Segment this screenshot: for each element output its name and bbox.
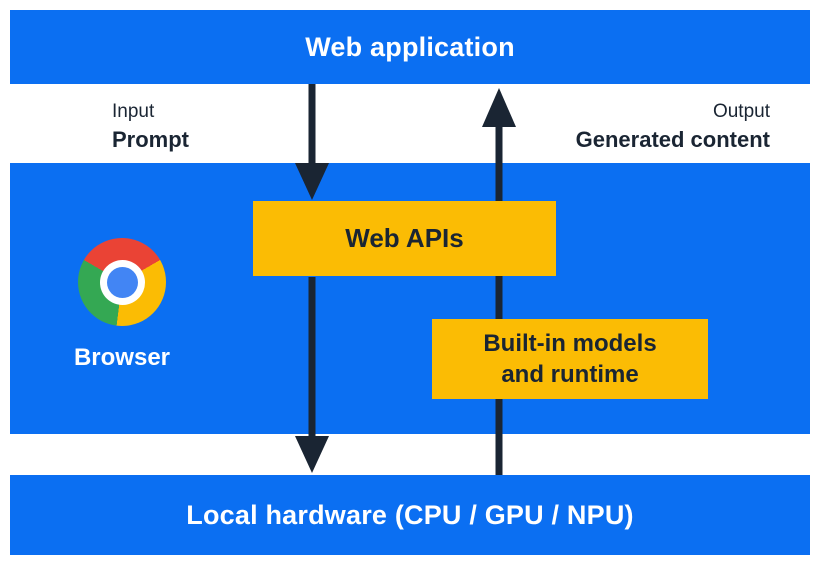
builtin-models-line1: Built-in models [483,330,657,357]
chrome-logo-center [106,266,138,298]
input-caption: Input [112,101,155,122]
generated-content-label: Generated content [575,127,770,152]
web-application-title: Web application [305,31,515,62]
web-apis-label: Web APIs [345,223,464,253]
chrome-logo-ring [99,259,145,305]
browser-label: Browser [73,344,171,371]
output-caption: Output [712,101,770,122]
chrome-logo-icon [78,238,166,326]
prompt-label: Prompt [112,127,189,152]
output-label-group: Output Generated content [576,100,770,154]
builtin-models-box: Built-in models and runtime [432,319,708,399]
local-hardware-title: Local hardware (CPU / GPU / NPU) [186,499,634,530]
builtin-models-line2: and runtime [501,361,639,388]
web-apis-box: Web APIs [253,201,556,276]
input-label-group: Input Prompt [112,100,189,154]
web-application-band: Web application [10,10,810,84]
local-hardware-band: Local hardware (CPU / GPU / NPU) [10,475,810,555]
